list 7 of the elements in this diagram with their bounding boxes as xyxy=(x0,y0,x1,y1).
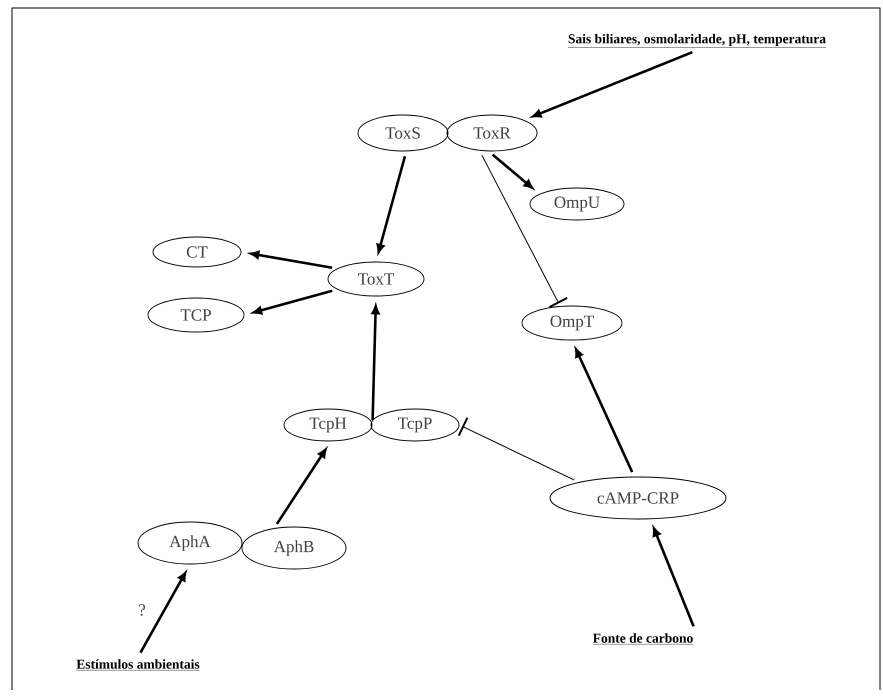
arrow xyxy=(492,154,533,189)
arrow xyxy=(574,348,634,473)
stimulus-label: Estímulos ambientais xyxy=(76,659,200,670)
arrow xyxy=(532,50,693,118)
stimulus-label: Sais biliares, osmolaridade, pH, temperatura xyxy=(568,34,826,48)
stimulus-label: Fonte de carbono xyxy=(592,633,694,644)
arrow xyxy=(276,448,327,525)
